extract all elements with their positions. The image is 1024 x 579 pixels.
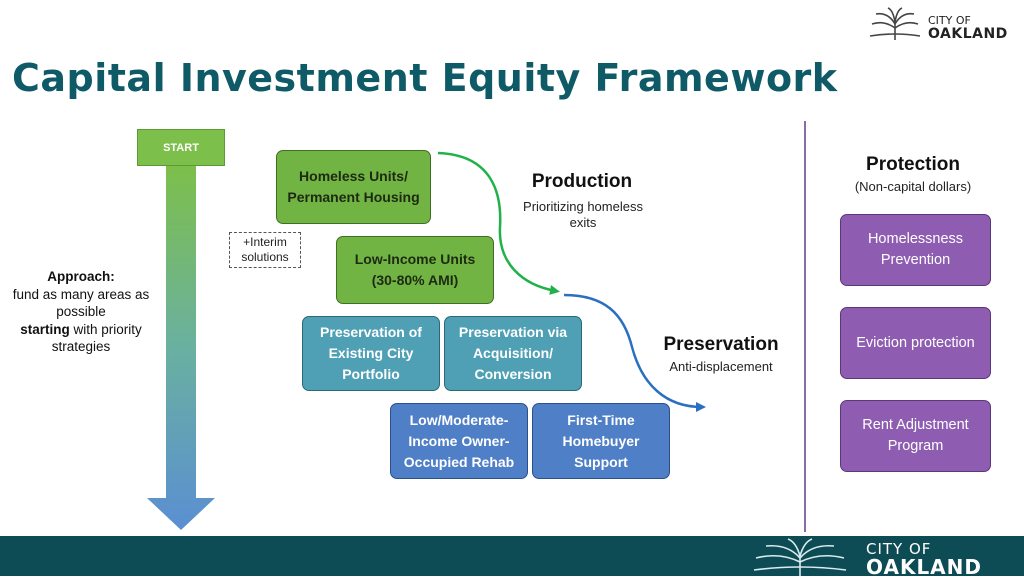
curved-green-arrow-icon — [437, 151, 560, 295]
protection-subtitle: (Non-capital dollars) — [854, 179, 972, 194]
start-box: START — [137, 129, 225, 166]
preservation-acquisition-box: Preservation via Acquisition/ Conversion — [444, 316, 582, 391]
preservation-subtitle: Anti-displacement — [669, 359, 773, 374]
homeless-units-box: Homeless Units/ Permanent Housing — [276, 150, 431, 224]
oak-tree-logo-icon — [869, 7, 921, 40]
logo-line-2: OAKLAND — [928, 26, 1008, 42]
section-divider — [804, 121, 806, 532]
approach-text-1: fund as many areas as possible — [12, 286, 150, 320]
footer-logo-line-1: CITY OF — [866, 540, 932, 558]
city-logo-top: CITY OF OAKLAND — [866, 6, 1016, 42]
gradient-down-arrow-icon — [147, 166, 215, 530]
footer-logo-line-2: OAKLAND — [866, 555, 983, 579]
approach-text: Approach: fund as many areas as possible… — [10, 268, 152, 356]
oak-tree-logo-icon — [753, 538, 847, 576]
preservation-heading: Preservation — [663, 334, 779, 355]
protection-item: Homelessness Prevention — [840, 214, 991, 286]
logo-line-1: CITY OF — [928, 14, 971, 27]
approach-text-2: with priority strategies — [51, 321, 142, 355]
production-heading: Production — [531, 171, 633, 192]
flow-arrows — [437, 151, 706, 412]
approach-label: Approach: — [47, 269, 115, 284]
curved-blue-arrow-icon — [563, 293, 706, 412]
preservation-existing-box: Preservation of Existing City Portfolio — [302, 316, 440, 391]
protection-item: Eviction protection — [840, 307, 991, 379]
homebuyer-support-box: First-Time Homebuyer Support — [532, 403, 670, 479]
page-title: Capital Investment Equity Framework — [12, 56, 838, 100]
production-subtitle: Prioritizing homeless exits — [523, 199, 643, 230]
low-income-units-box: Low-Income Units (30-80% AMI) — [336, 236, 494, 304]
footer-bar: CITY OF OAKLAND — [0, 536, 1024, 579]
protection-heading: Protection — [866, 154, 960, 175]
interim-solutions-note: +Interim solutions — [229, 232, 301, 268]
protection-item: Rent Adjustment Program — [840, 400, 991, 472]
owner-occupied-rehab-box: Low/Moderate-Income Owner-Occupied Rehab — [390, 403, 528, 479]
approach-bold: starting — [20, 321, 70, 337]
